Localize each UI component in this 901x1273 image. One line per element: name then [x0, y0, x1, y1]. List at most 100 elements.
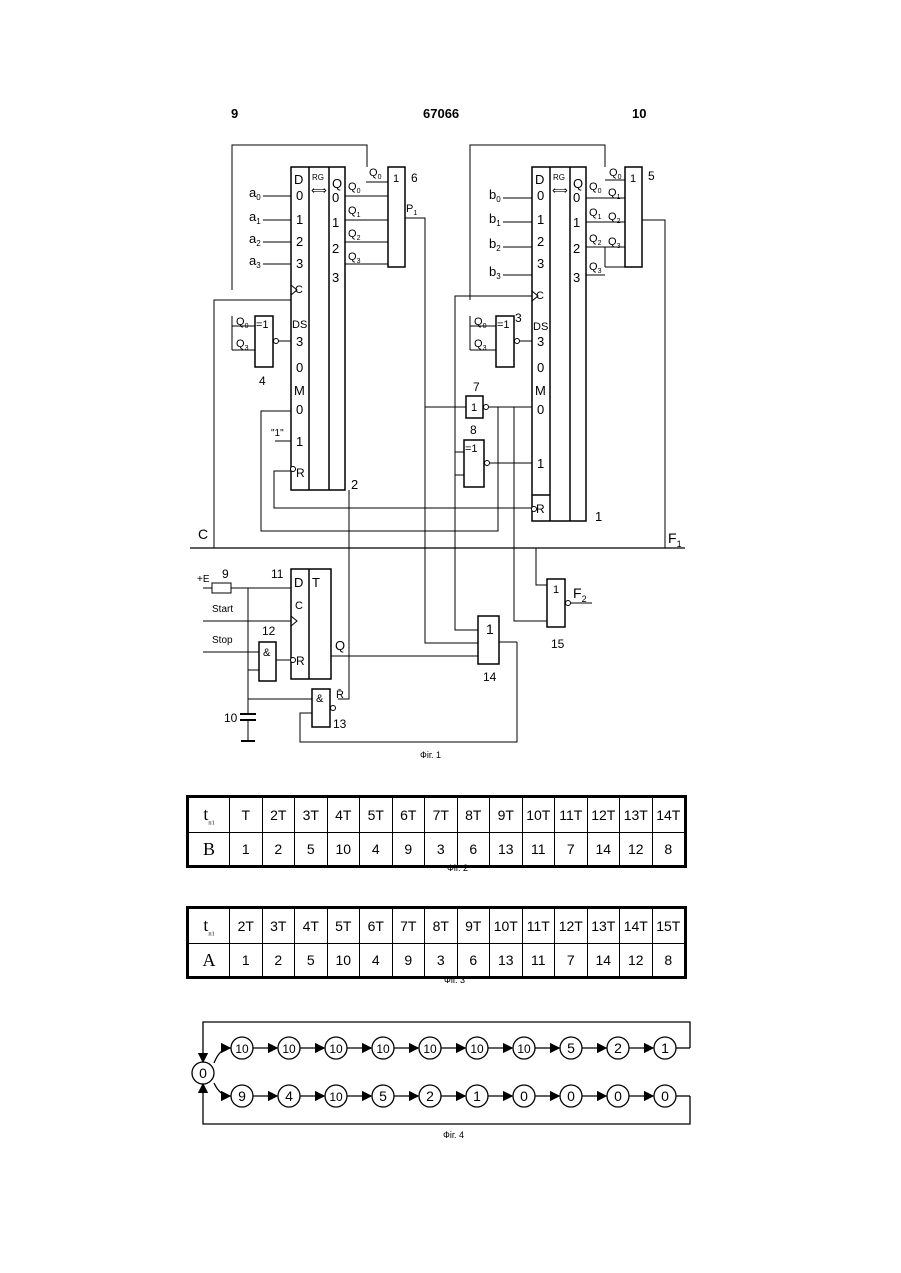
- value-cell: 3: [425, 944, 458, 978]
- value-cell: 6: [457, 833, 490, 867]
- time-cell: 14T: [620, 908, 653, 944]
- and13-label: &: [316, 693, 324, 705]
- reg1-ds-3: 3: [537, 334, 544, 349]
- element-13-number: 13: [333, 717, 347, 731]
- time-cell: 13T: [620, 797, 653, 833]
- reg2-q-0: 0: [332, 190, 339, 205]
- value-cell: 5: [295, 833, 328, 867]
- reg1-out-q3: Q3: [589, 261, 602, 275]
- time-cell: 2T: [262, 797, 295, 833]
- reg1-m-label: M: [535, 383, 546, 398]
- reg2-out-q1: Q1: [348, 205, 361, 219]
- time-cell: 5T: [360, 797, 393, 833]
- reg2-m-0: 0: [296, 402, 303, 417]
- element-5-number: 5: [648, 169, 655, 183]
- value-cell: 9: [392, 944, 425, 978]
- or5-label: 1: [630, 173, 636, 185]
- reg1-din-2: 2: [537, 234, 544, 249]
- time-cell: 13T: [587, 908, 620, 944]
- time-cell: 12T: [587, 797, 620, 833]
- ff11-t-label: T: [312, 575, 320, 590]
- ff11-q-label: Q: [335, 638, 345, 653]
- time-cell: 15T: [652, 908, 686, 944]
- reg1-m-0: 0: [537, 402, 544, 417]
- f1-label: F1: [668, 530, 682, 549]
- value-cell: 14: [587, 944, 620, 978]
- element-10-number: 10: [224, 711, 238, 725]
- ff11-d-label: D: [294, 575, 303, 590]
- resistor-9: [212, 583, 231, 593]
- fig1-caption: Фіг. 1: [420, 750, 441, 760]
- xor8-label: =1: [465, 443, 478, 455]
- reg1-out-q0: Q0: [589, 181, 602, 195]
- xor4-in-q0: Q0: [236, 316, 249, 330]
- element-6-number: 6: [411, 171, 418, 185]
- value-cell: 2: [262, 833, 295, 867]
- reg1-out-q1: Q1: [589, 207, 602, 221]
- row-head-b: B: [188, 833, 230, 867]
- value-cell: 4: [360, 944, 393, 978]
- reg1-shift-arrow: ⟺: [552, 185, 568, 197]
- reg2-ds-3: 3: [296, 334, 303, 349]
- element-12-number: 12: [262, 624, 276, 638]
- xor3-in-q0: Q0: [474, 316, 487, 330]
- const-1-label: "1": [271, 428, 284, 439]
- reg1-q-1: 1: [573, 215, 580, 230]
- reg2-m-label: M: [294, 383, 305, 398]
- reg2-number: 2: [351, 477, 358, 492]
- fig4-caption: Фіг. 4: [443, 1130, 464, 1140]
- value-cell: 13: [490, 944, 523, 978]
- stop-label: Stop: [212, 635, 233, 646]
- value-cell: 7: [555, 833, 588, 867]
- value-cell: 14: [587, 833, 620, 867]
- time-cell: 2T: [230, 908, 263, 944]
- reg2-q-label: Q: [332, 176, 342, 191]
- time-cell: 8T: [425, 908, 458, 944]
- value-cell: 10: [327, 833, 360, 867]
- reg2-out-q0: Q0: [348, 181, 361, 195]
- reg1-q-3: 3: [573, 270, 580, 285]
- or6-label: 1: [393, 173, 399, 185]
- input-a3: a3: [249, 253, 261, 270]
- rbar-label: R̄: [336, 688, 344, 701]
- ff11-r-label: R: [296, 654, 305, 668]
- time-cell: 9T: [457, 908, 490, 944]
- input-b0: b0: [489, 187, 501, 204]
- row-head-a: A: [188, 944, 230, 978]
- value-cell: 6: [457, 944, 490, 978]
- c-bus-label: C: [198, 526, 208, 542]
- reg2-din-2: 2: [296, 234, 303, 249]
- or7-label: 1: [471, 402, 477, 414]
- and12-label: &: [263, 647, 271, 659]
- reg2-ds-label: DS: [292, 319, 307, 331]
- element-9-number: 9: [222, 567, 229, 581]
- element-3-number: 3: [515, 311, 522, 325]
- table-row: B 1251049361311714128: [188, 833, 686, 867]
- fig2-table: tп1 T2T3T4T5T6T7T8T9T10T11T12T13T14T B 1…: [186, 795, 687, 868]
- value-cell: 4: [360, 833, 393, 867]
- value-cell: 12: [620, 833, 653, 867]
- time-cell: 10T: [490, 908, 523, 944]
- time-cell: 7T: [392, 908, 425, 944]
- reg1-c-label: C: [536, 290, 544, 302]
- reg2-shift-arrow: ⟺: [311, 185, 327, 197]
- value-cell: 8: [652, 944, 686, 978]
- time-cell: 4T: [295, 908, 328, 944]
- reg2-q-3: 3: [332, 270, 339, 285]
- reg1-m-1: 1: [537, 456, 544, 471]
- element-7-number: 7: [473, 380, 480, 394]
- element-15-number: 15: [551, 637, 565, 651]
- start-label: Start: [212, 604, 233, 615]
- input-b3: b3: [489, 264, 501, 281]
- plus-e-label: +E: [197, 574, 210, 585]
- or14-label: 1: [486, 621, 494, 637]
- reg2-m-1: 1: [296, 434, 303, 449]
- reg2-out-q3: Q3: [348, 251, 361, 265]
- element-14-number: 14: [483, 670, 497, 684]
- or15-label: 1: [553, 584, 559, 596]
- reg1-out-q2: Q2: [589, 233, 602, 247]
- or5-in-q1: Q1: [608, 187, 621, 201]
- time-cell: T: [230, 797, 263, 833]
- reg2-out-q2: Q2: [348, 228, 361, 242]
